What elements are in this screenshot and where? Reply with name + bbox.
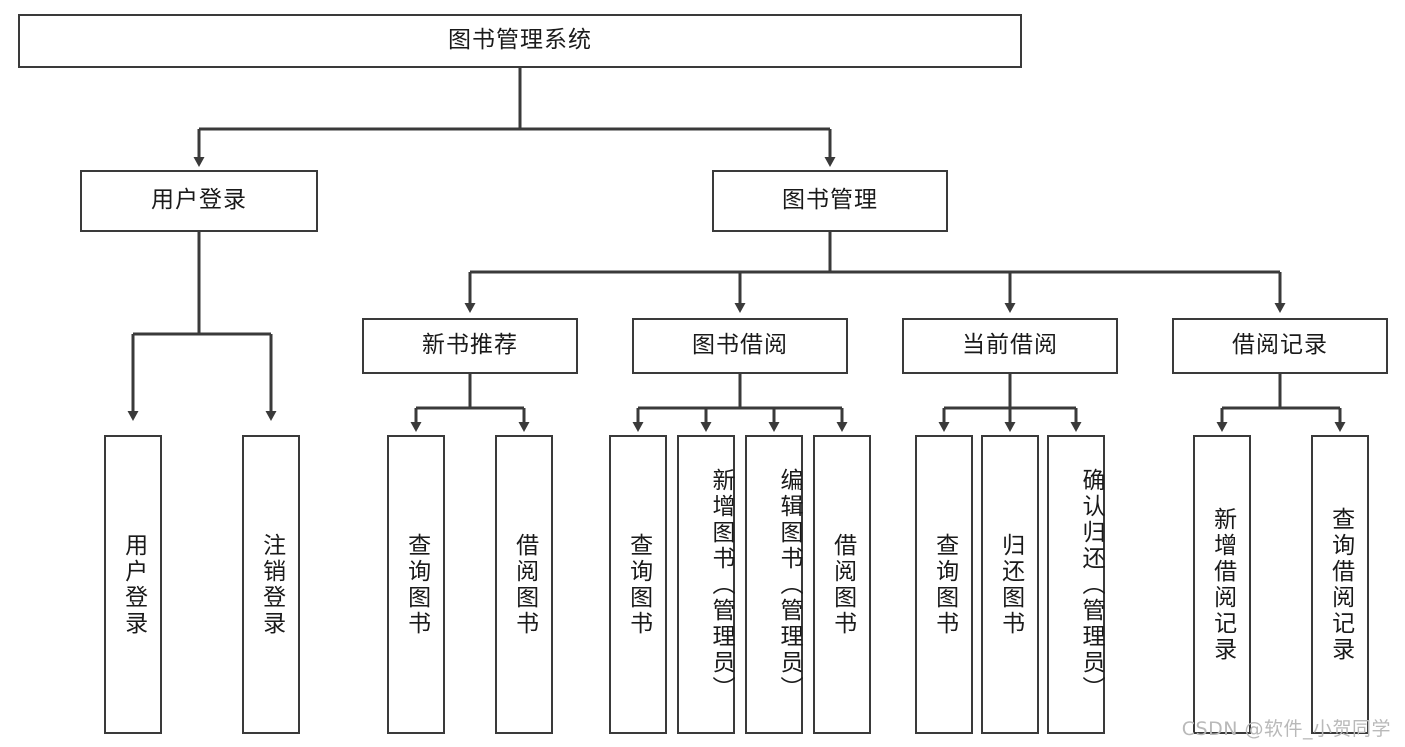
node-book-borrow-label: 图书借阅 (692, 332, 788, 359)
leaf-record-query-record[interactable]: 查询借阅记录 (1311, 435, 1369, 734)
leaf-current-return-book[interactable]: 归还图书 (981, 435, 1039, 734)
leaf-new-book-borrow-label: 借阅图书 (511, 532, 538, 637)
leaf-current-return-book-label: 归还图书 (997, 532, 1024, 637)
leaf-new-book-query[interactable]: 查询图书 (387, 435, 445, 734)
leaf-borrow-edit-book-admin-label: 编辑图书（管理员） (776, 467, 802, 702)
node-current-borrow-label: 当前借阅 (962, 332, 1058, 359)
leaf-record-add-record-label: 新增借阅记录 (1209, 506, 1236, 663)
leaf-borrow-add-book-admin[interactable]: 新增图书（管理员） (677, 435, 735, 734)
leaf-user-login-logout-label: 注销登录 (258, 532, 285, 637)
node-book-borrow[interactable]: 图书借阅 (632, 318, 848, 374)
node-user-login[interactable]: 用户登录 (80, 170, 318, 232)
node-book-management-label: 图书管理 (782, 187, 878, 214)
leaf-new-book-query-label: 查询图书 (403, 532, 430, 637)
node-root-label: 图书管理系统 (448, 27, 592, 54)
csdn-watermark: CSDN @软件_小贺同学 (1181, 718, 1391, 740)
leaf-borrow-borrow-book[interactable]: 借阅图书 (813, 435, 871, 734)
leaf-current-query-book[interactable]: 查询图书 (915, 435, 973, 734)
node-new-book-recommend-label: 新书推荐 (422, 332, 518, 359)
leaf-record-add-record[interactable]: 新增借阅记录 (1193, 435, 1251, 734)
leaf-new-book-borrow[interactable]: 借阅图书 (495, 435, 553, 734)
node-borrow-record-label: 借阅记录 (1232, 332, 1328, 359)
node-root-library-system[interactable]: 图书管理系统 (18, 14, 1022, 68)
leaf-borrow-query-book[interactable]: 查询图书 (609, 435, 667, 734)
leaf-borrow-edit-book-admin[interactable]: 编辑图书（管理员） (745, 435, 803, 734)
leaf-current-confirm-return-admin-label: 确认归还（管理员） (1078, 467, 1104, 702)
node-current-borrow[interactable]: 当前借阅 (902, 318, 1118, 374)
leaf-user-login-login-label: 用户登录 (120, 532, 147, 637)
leaf-user-login-login[interactable]: 用户登录 (104, 435, 162, 734)
leaf-current-query-book-label: 查询图书 (931, 532, 958, 637)
node-user-login-label: 用户登录 (151, 187, 247, 214)
leaf-borrow-add-book-admin-label: 新增图书（管理员） (708, 467, 734, 702)
leaf-record-query-record-label: 查询借阅记录 (1327, 506, 1354, 663)
leaf-borrow-query-book-label: 查询图书 (625, 532, 652, 637)
node-book-management[interactable]: 图书管理 (712, 170, 948, 232)
node-new-book-recommend[interactable]: 新书推荐 (362, 318, 578, 374)
leaf-current-confirm-return-admin[interactable]: 确认归还（管理员） (1047, 435, 1105, 734)
leaf-borrow-borrow-book-label: 借阅图书 (829, 532, 856, 637)
node-borrow-record[interactable]: 借阅记录 (1172, 318, 1388, 374)
leaf-user-login-logout[interactable]: 注销登录 (242, 435, 300, 734)
